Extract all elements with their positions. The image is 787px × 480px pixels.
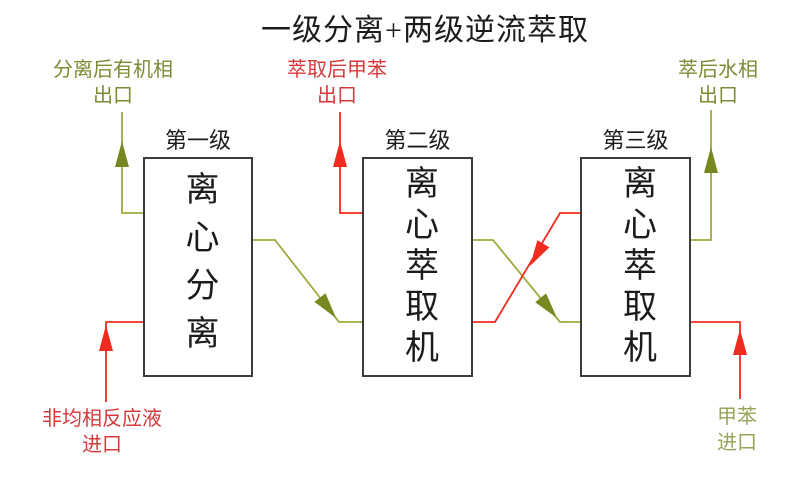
diagram-title: 一级分离+两级逆流萃取: [261, 14, 589, 47]
stage2-to-stage3-arrowhead: [535, 293, 557, 318]
label-line: 甲苯: [717, 406, 757, 428]
label-toluene-inlet: 甲苯 进口: [652, 404, 787, 456]
organic-outlet-line: [121, 112, 143, 214]
stage-label-2: 第二级: [384, 128, 451, 153]
label-toluene-outlet: 萃取后甲苯 出口: [252, 57, 422, 109]
toluene-inlet-arrowhead: [733, 329, 747, 355]
toluene-inlet-line: [691, 321, 741, 399]
label-line: 出口: [698, 85, 738, 107]
stage-box-1-text: 离心分离: [180, 171, 217, 363]
stage-box-3-text: 离心萃取机: [617, 164, 655, 370]
label-line: 萃取后甲苯: [287, 59, 387, 81]
stage-box-3: 离心萃取机: [580, 157, 691, 377]
stage-box-1: 离心分离: [143, 157, 253, 377]
stage2-to-stage3-line: [473, 239, 580, 323]
reaction-inlet-arrowhead: [99, 325, 113, 351]
label-line: 出口: [93, 85, 133, 107]
stage-label-3: 第三级: [602, 128, 669, 153]
aqueous-outlet-arrowhead: [704, 147, 718, 173]
stage3-to-stage2-line: [473, 212, 580, 323]
label-aqueous-phase-outlet: 萃后水相 出口: [633, 57, 787, 109]
organic-outlet-arrowhead: [115, 141, 129, 167]
label-organic-phase-outlet: 分离后有机相 出口: [28, 57, 198, 109]
label-line: 萃后水相: [678, 59, 758, 81]
label-line: 进口: [82, 434, 122, 456]
label-line: 非均相反应液: [42, 408, 162, 430]
aqueous-outlet-line: [691, 110, 712, 241]
stage-label-1: 第一级: [164, 128, 231, 153]
stage1-to-stage2-line: [253, 239, 362, 323]
label-reaction-liquid-inlet: 非均相反应液 进口: [17, 406, 187, 458]
stage-box-2-text: 离心萃取机: [399, 164, 437, 370]
reaction-inlet-line: [105, 321, 143, 402]
label-line: 进口: [717, 432, 757, 454]
toluene-outlet-arrowhead: [333, 141, 347, 167]
label-line: 出口: [317, 85, 357, 107]
stage1-to-stage2-arrowhead: [314, 293, 336, 318]
toluene-outlet-line: [339, 112, 362, 214]
label-line: 分离后有机相: [53, 59, 173, 81]
stage-box-2: 离心萃取机: [362, 157, 473, 377]
stage3-to-stage2-arrowhead: [530, 240, 550, 266]
